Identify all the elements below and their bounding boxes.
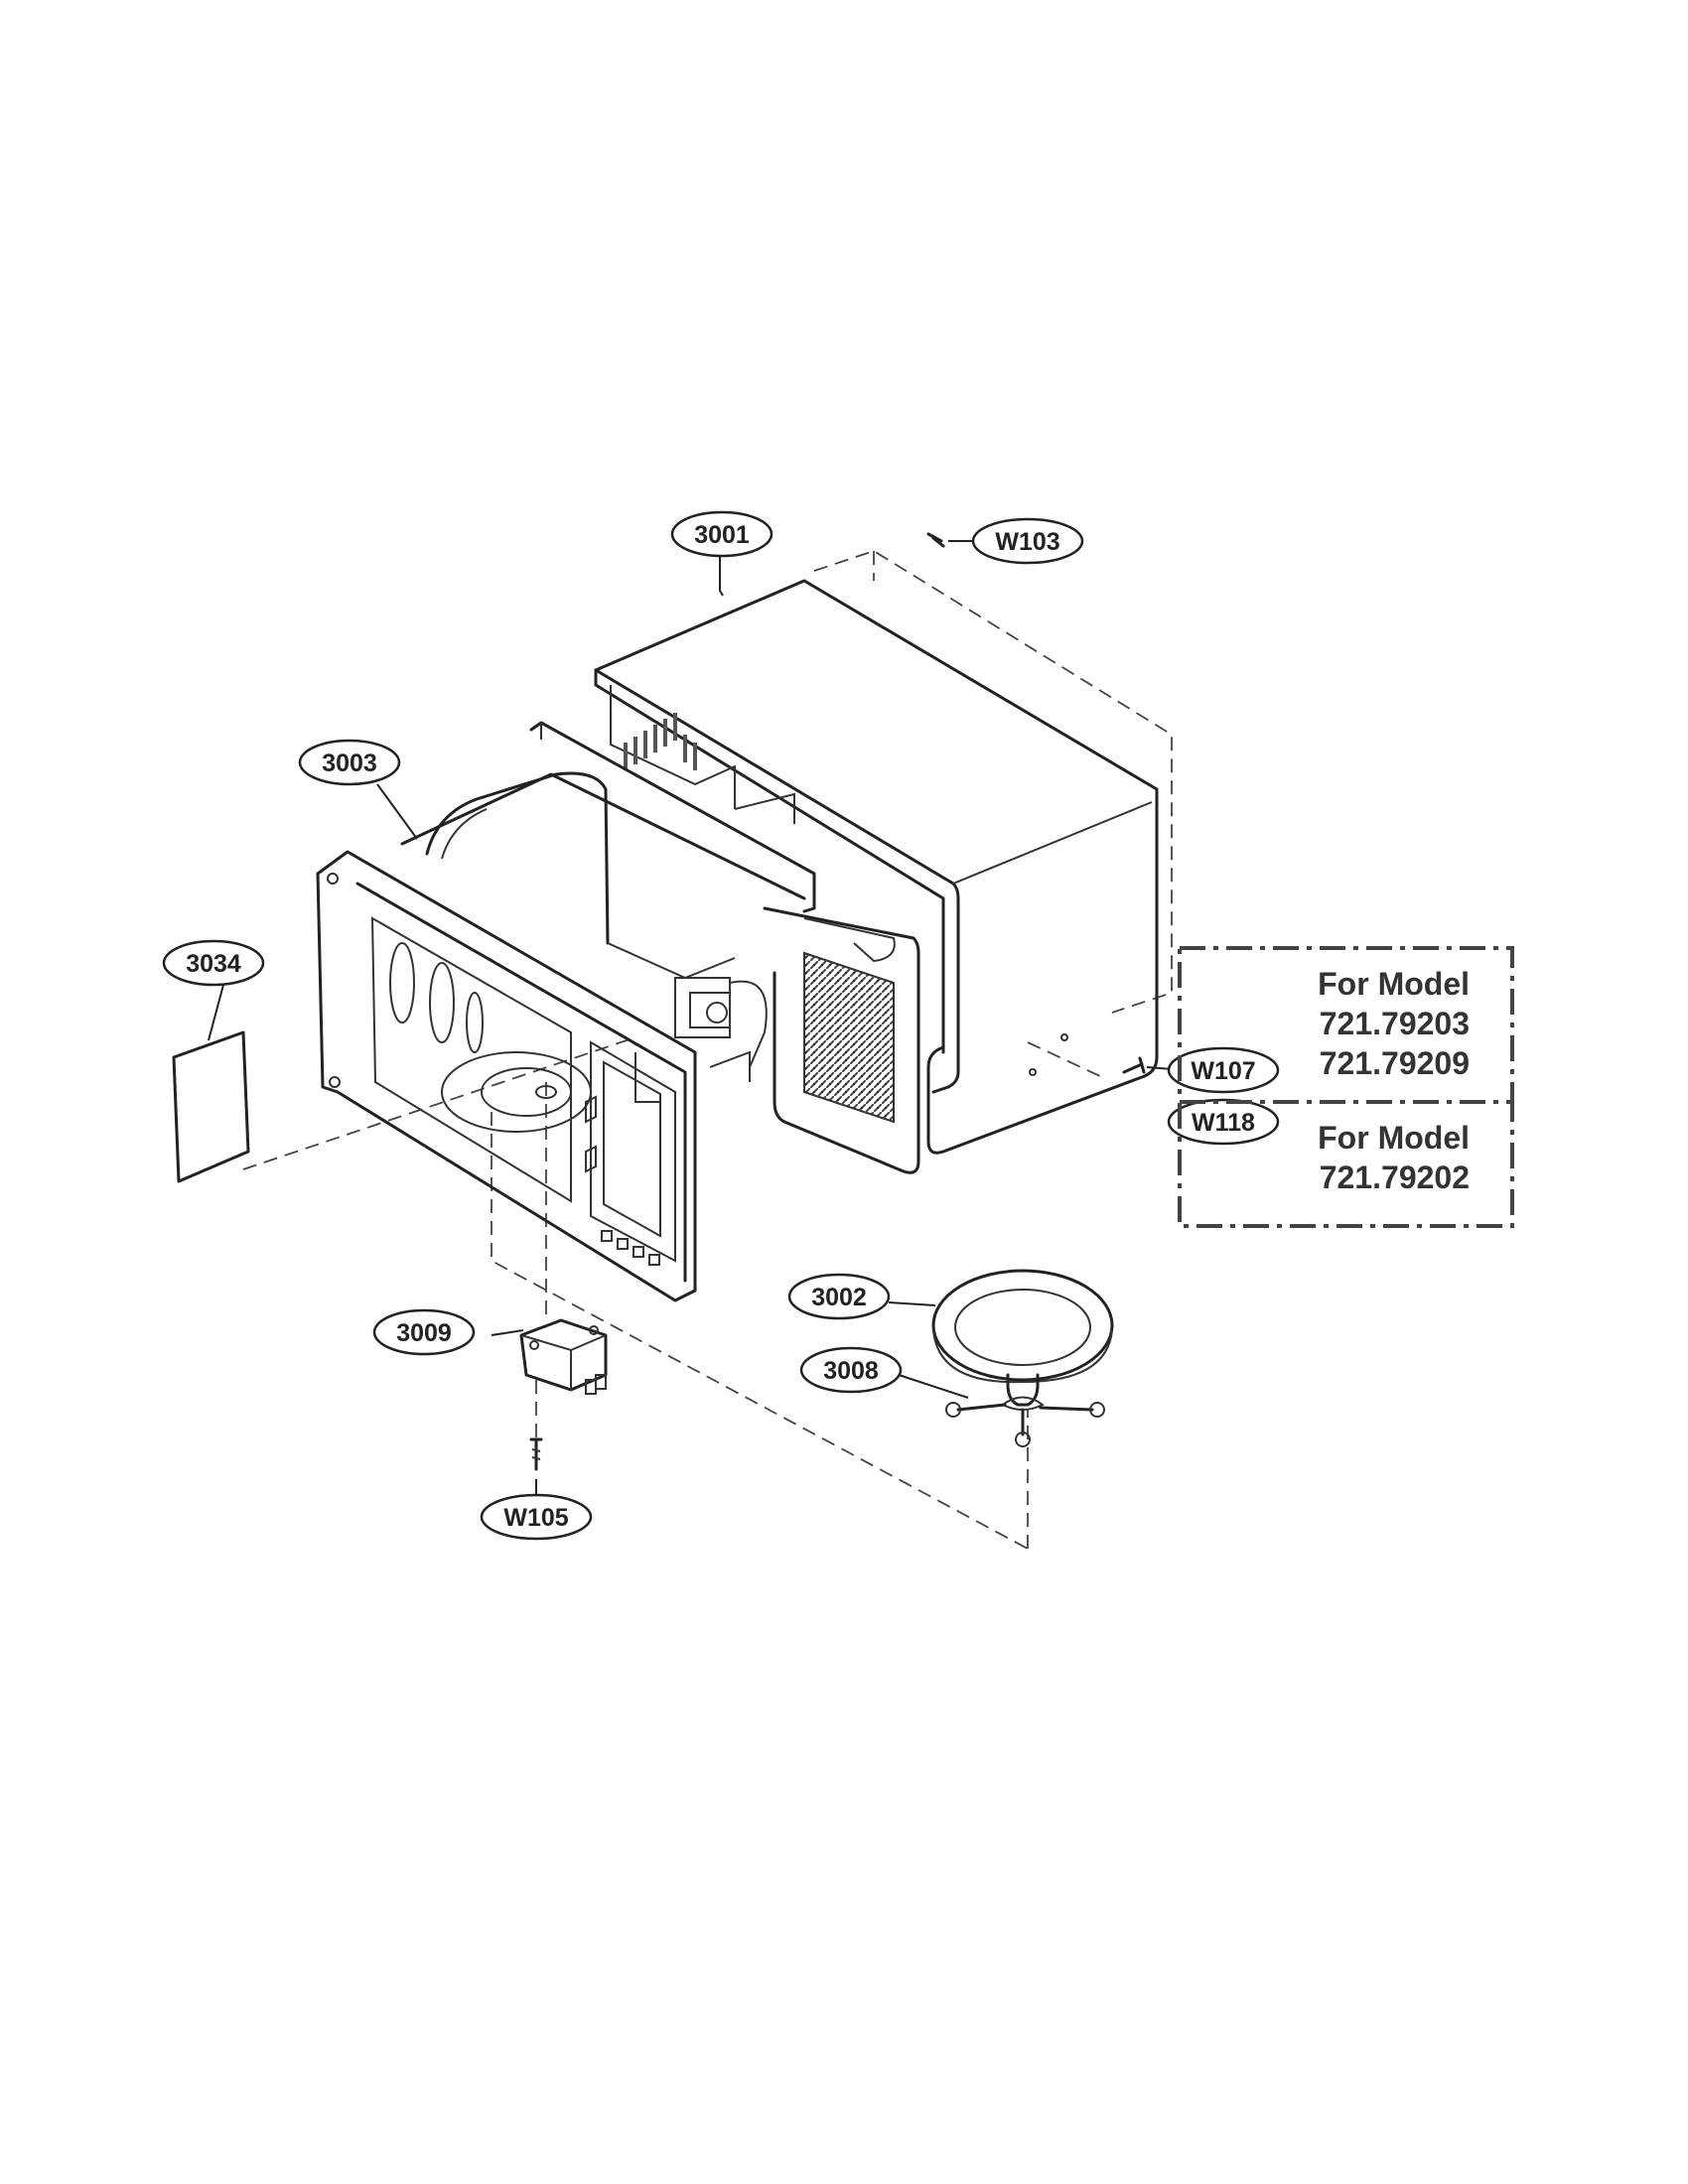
callout-3001[interactable]: 3001: [670, 510, 774, 558]
callout-w105[interactable]: W105: [480, 1493, 593, 1541]
model-box-2-heading: For Model: [1318, 1120, 1470, 1156]
callout-3003-label: 3003: [322, 750, 377, 777]
label-card: [172, 1030, 250, 1183]
model-box-1-heading: For Model: [1318, 966, 1470, 1002]
callout-3034[interactable]: 3034: [162, 939, 265, 987]
callout-3002[interactable]: 3002: [787, 1273, 891, 1320]
callout-3008-label: 3008: [823, 1357, 879, 1385]
callout-w118[interactable]: W118: [1167, 1098, 1280, 1146]
outer-cabinet: [594, 579, 1159, 1155]
turntable-tray: [931, 1269, 1114, 1384]
screw-w105: [529, 1437, 543, 1471]
callout-w103[interactable]: W103: [971, 517, 1084, 565]
callout-3008[interactable]: 3008: [799, 1346, 903, 1394]
model-box-2-model-1: 721.79202: [1320, 1160, 1470, 1195]
model-box-1: For Model 721.79203 721.79209: [1178, 946, 1514, 1104]
callout-w118-label: W118: [1192, 1109, 1255, 1137]
roller-guide: [945, 1373, 1105, 1447]
callout-3009[interactable]: 3009: [372, 1308, 476, 1356]
inner-cavity-frame: [316, 721, 816, 1302]
callout-w107-label: W107: [1191, 1057, 1255, 1085]
callout-3034-label: 3034: [186, 950, 241, 978]
back-panel: [763, 906, 920, 1174]
callout-w103-label: W103: [995, 528, 1059, 556]
callout-w107[interactable]: W107: [1167, 1046, 1280, 1094]
model-box-1-model-1: 721.79203: [1320, 1006, 1470, 1041]
callout-3009-label: 3009: [396, 1319, 452, 1347]
callout-3003[interactable]: 3003: [298, 739, 401, 786]
screw-w107: [1122, 1056, 1146, 1074]
callout-3001-label: 3001: [694, 521, 750, 549]
screw-w103: [926, 532, 945, 548]
cabinet-vent-slots: [624, 713, 697, 770]
callout-w105-label: W105: [503, 1504, 568, 1532]
callout-3002-label: 3002: [811, 1284, 867, 1311]
assembly-guide-lines: [242, 550, 1173, 1550]
model-box-2: For Model 721.79202: [1178, 1100, 1514, 1228]
turntable-motor: [519, 1318, 608, 1395]
model-box-1-model-2: 721.79209: [1320, 1045, 1470, 1081]
